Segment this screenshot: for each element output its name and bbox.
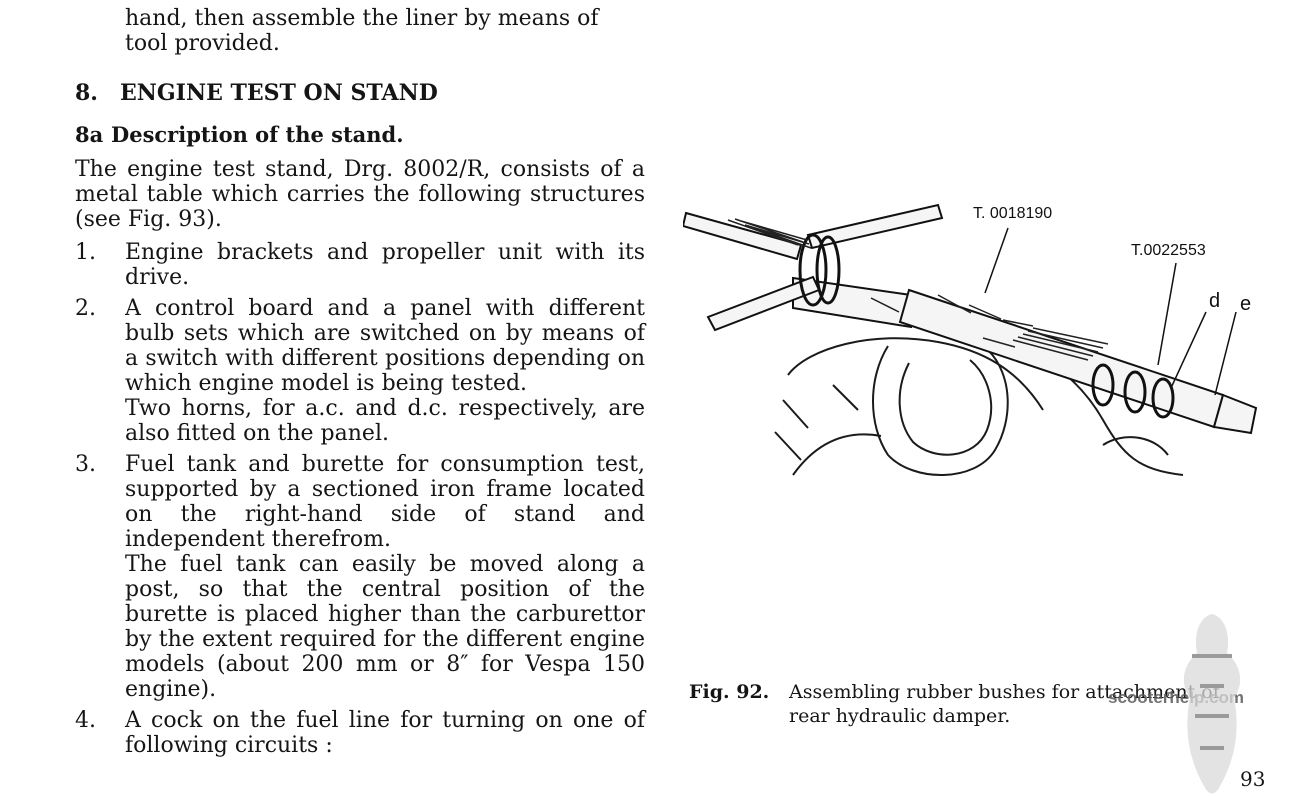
structure-list: 1. Engine brackets and propeller unit wi…: [75, 240, 645, 764]
tool-assembly-drawing: [681, 203, 1258, 476]
list-item: 4. A cock on the fuel line for turning o…: [75, 708, 645, 758]
list-item: 3. Fuel tank and burette for consumption…: [75, 452, 645, 702]
body-paragraph: The engine test stand, Drg. 8002/R, cons…: [75, 157, 645, 232]
part-label-e: e: [1240, 293, 1252, 315]
continuation-text: hand, then assemble the liner by means o…: [125, 6, 599, 56]
figure-caption: Fig. 92.Assembling rubber bushes for att…: [689, 681, 1220, 727]
list-item: 2. A control board and a panel with diff…: [75, 296, 645, 446]
page-number: 93: [1240, 767, 1266, 791]
section-heading: 8.ENGINE TEST ON STAND: [75, 80, 438, 106]
scooter-watermark-icon: [1183, 614, 1241, 794]
part-label-d: d: [1209, 290, 1221, 312]
technical-drawing: T. 0018190 T.0022553 d e: [681, 200, 1263, 500]
tool-number-label: T.0022553: [1131, 242, 1206, 259]
tool-number-label: T. 0018190: [973, 205, 1053, 222]
left-column: hand, then assemble the liner by means o…: [75, 0, 645, 758]
list-item: 1. Engine brackets and propeller unit wi…: [75, 240, 645, 290]
